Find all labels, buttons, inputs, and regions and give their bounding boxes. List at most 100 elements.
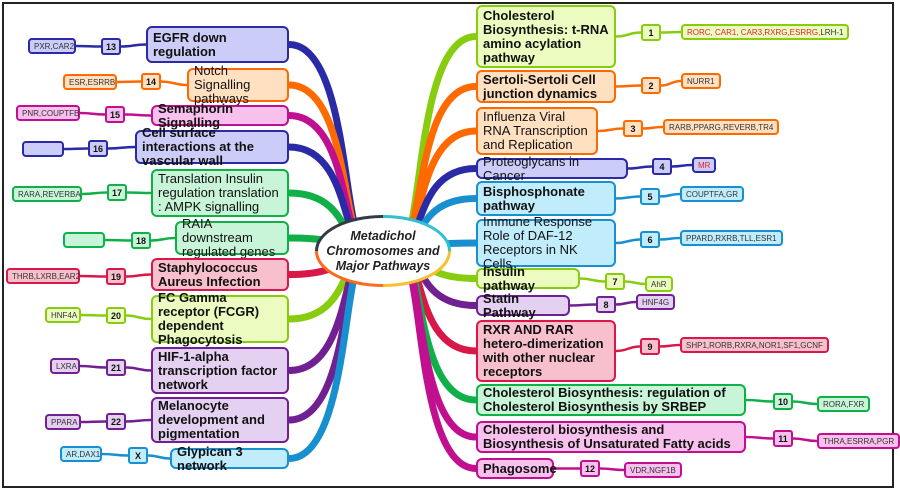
gene-tag-20: HNF4A <box>45 307 81 323</box>
sub-branch-8 <box>568 303 598 307</box>
gene-tag-3: RARB,PPARG,REVERB,TR4 <box>663 119 780 135</box>
pathway-node-3[interactable]: Influenza Viral RNA Transcription and Re… <box>476 107 598 155</box>
sub-branch-3 <box>596 127 625 133</box>
sub-branch-16 <box>106 145 137 150</box>
sub-branch-19 <box>124 273 153 278</box>
pathway-node-19[interactable]: Staphylococcus Aureus Infection <box>151 258 289 291</box>
pathway-node-2[interactable]: Sertoli-Sertoli Cell junction dynamics <box>476 70 616 103</box>
sub-branch-21 <box>124 366 153 372</box>
branch-number-5: 5 <box>640 188 660 205</box>
gene-tag-6: PPARD,RXRB,TLL,ESR1 <box>680 230 783 246</box>
branch-number-19: 19 <box>106 268 126 285</box>
pathway-label: RXR AND RAR hetero-dimerization with oth… <box>483 322 604 379</box>
center-title-line-1: Metadichol <box>350 228 416 243</box>
gene-tag-16 <box>22 141 64 157</box>
branch-number-10: 10 <box>773 393 793 410</box>
sub-branch-18 <box>149 236 177 242</box>
branch-number-3: 3 <box>623 120 643 137</box>
pathway-label: EGFR down regulation <box>153 29 227 59</box>
gene-branch-22 <box>79 420 108 424</box>
pathway-node-17[interactable]: Translation Insulin regulation translati… <box>151 169 289 217</box>
pathway-label: Notch Signalling pathways <box>194 63 251 106</box>
branch-number-18: 18 <box>131 232 151 249</box>
pathway-node-12[interactable]: Phagosome <box>476 458 557 479</box>
sub-branch-17 <box>125 191 153 195</box>
gene-tag-black-text: LRH-1 <box>820 27 844 37</box>
pathway-node-18[interactable]: RAIA downstream regulated genes <box>175 217 289 259</box>
pathway-node-22[interactable]: Melanocyte development and pigmentation <box>151 397 289 443</box>
pathway-label: Sertoli-Sertoli Cell junction dynamics <box>483 71 598 101</box>
sub-branch-15 <box>123 113 153 117</box>
gene-tag-7: AhR <box>645 276 673 292</box>
gene-tag-19: THRB,LXRB,EAR2 <box>6 268 80 284</box>
pathway-node-4[interactable]: Proteoglycans in Cancer <box>476 154 628 182</box>
pathway-node-20[interactable]: FC Gamma receptor (FCGR) dependent Phago… <box>151 291 289 347</box>
pathway-label: Glypican 3 network <box>177 443 243 473</box>
sub-branch-5 <box>614 195 642 200</box>
branch-number-X: X <box>128 447 148 464</box>
pathway-label: Cholesterol Biosynthesis: regulation of … <box>483 385 726 414</box>
gene-tag-1: RORC, CAR1, CAR3,RXRG,ESRRG,LRH-1 <box>681 24 850 40</box>
pathway-label: RAIA downstream regulated genes <box>182 216 276 259</box>
gene-tag-14: ESR,ESRRB <box>63 74 117 90</box>
pathway-node-15[interactable]: Semaphorin Signalling <box>151 101 289 129</box>
gene-tag-red-text: RORC, CAR1, CAR3,RXRG,ESRRG, <box>687 27 821 37</box>
gene-tag-22: PPARA <box>45 414 81 430</box>
branch-number-14: 14 <box>141 73 161 90</box>
center-title-line-2: Chromosomes and <box>326 243 440 258</box>
branch-number-12: 12 <box>580 460 600 477</box>
gene-tag-12: VDR,NGF1B <box>624 462 682 478</box>
pathway-node-11[interactable]: Cholesterol biosynthesis and Biosynthesi… <box>476 421 746 453</box>
pathway-node-14[interactable]: Notch Signalling pathways <box>187 64 289 106</box>
gene-branch-19 <box>78 274 108 278</box>
gene-branch-13 <box>74 44 103 48</box>
branch-number-15: 15 <box>105 106 125 123</box>
gene-tag-X: AR,DAX1 <box>60 446 102 462</box>
gene-branch-8 <box>614 300 638 306</box>
branch-number-21: 21 <box>106 359 126 376</box>
pathway-label: Bisphosphonate pathway <box>483 183 585 213</box>
pathway-node-X[interactable]: Glypican 3 network <box>170 444 289 472</box>
pathway-label: FC Gamma receptor (FCGR) dependent Phago… <box>158 290 260 347</box>
gene-branch-6 <box>658 236 682 241</box>
pathway-node-10[interactable]: Cholesterol Biosynthesis: regulation of … <box>476 384 746 416</box>
sub-branch-1 <box>614 31 643 38</box>
gene-tag-17: RARA,REVERBA <box>12 186 82 202</box>
sub-branch-2 <box>614 84 643 88</box>
sub-branch-11 <box>744 435 775 440</box>
pathway-node-6[interactable]: Immune Response Role of DAF-12 Receptors… <box>476 215 616 271</box>
pathway-label: Influenza Viral RNA Transcription and Re… <box>483 109 588 152</box>
gene-tag-10: RORA,FXR <box>817 396 871 412</box>
gene-branch-X <box>100 452 130 457</box>
pathway-label: Immune Response Role of DAF-12 Receptors… <box>483 214 593 271</box>
gene-branch-7 <box>623 280 647 286</box>
pathway-node-13[interactable]: EGFR down regulation <box>146 26 289 63</box>
sub-branch-20 <box>124 314 153 321</box>
pathway-node-21[interactable]: HIF-1-alpha transcription factor network <box>151 347 289 394</box>
gene-branch-1 <box>659 30 683 34</box>
pathway-label: Melanocyte development and pigmentation <box>158 398 265 441</box>
sub-branch-7 <box>578 277 607 283</box>
pathway-label: Semaphorin Signalling <box>158 100 234 130</box>
pathway-node-1[interactable]: Cholesterol Biosynthesis: t-RNA amino ac… <box>476 5 616 68</box>
branch-number-11: 11 <box>773 430 793 447</box>
sub-branch-4 <box>626 165 654 170</box>
sub-branch-6 <box>614 238 642 245</box>
gene-tag-13: PXR,CAR2 <box>28 38 76 54</box>
pathway-label: Proteoglycans in Cancer <box>483 153 580 183</box>
diagram-frame <box>2 2 894 488</box>
branch-number-2: 2 <box>641 77 661 94</box>
pathway-node-5[interactable]: Bisphosphonate pathway <box>476 181 616 216</box>
gene-branch-18 <box>103 238 133 242</box>
pathway-label: Cholesterol biosynthesis and Biosynthesi… <box>483 422 731 451</box>
center-node[interactable]: Metadichol Chromosomes and Major Pathway… <box>318 218 448 284</box>
pathway-label: Staphylococcus Aureus Infection <box>158 259 261 289</box>
sub-branch-10 <box>744 398 775 403</box>
gene-branch-14 <box>115 80 143 84</box>
gene-tag-2: NURR1 <box>681 73 721 89</box>
pathway-node-8[interactable]: Statin Pathway <box>476 291 570 319</box>
pathway-node-7[interactable]: Insulin pathway <box>476 264 580 292</box>
pathway-node-9[interactable]: RXR AND RAR hetero-dimerization with oth… <box>476 320 616 382</box>
pathway-node-16[interactable]: Cell surface interactions at the vascula… <box>135 126 289 168</box>
gene-tag-11: THRA,ESRRA,PGR <box>817 433 900 449</box>
